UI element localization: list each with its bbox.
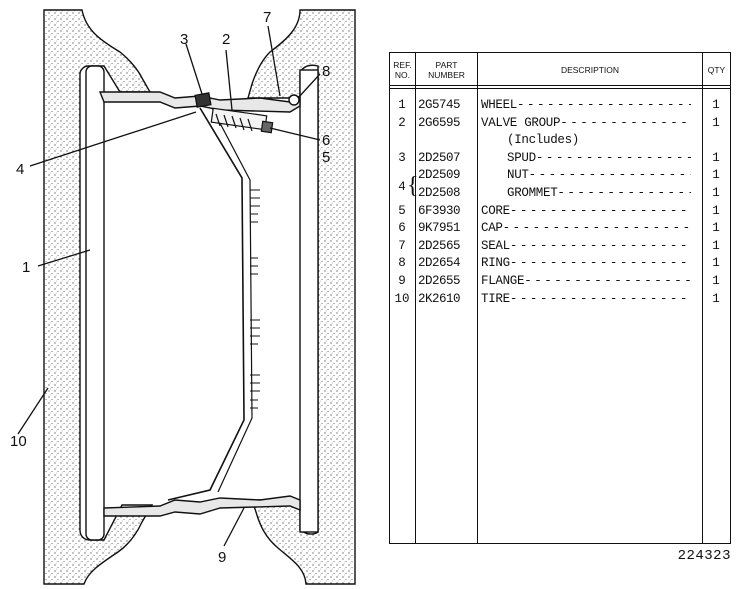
- tire-left-section: [43, 9, 154, 585]
- leader-7: [267, 25, 281, 97]
- ref-cell: 9: [398, 274, 406, 288]
- table-row: 2 2G6595 VALVE GROUP 1: [390, 116, 730, 133]
- wheel-disc-inner: [211, 107, 253, 493]
- description-cell: TIRE: [481, 292, 691, 306]
- part-number-cell: 2D2654: [418, 256, 461, 271]
- leader-9: [223, 507, 245, 547]
- rim-base-bottom: [103, 495, 301, 517]
- description-cell: CAP: [481, 221, 691, 235]
- valve-group: [194, 92, 274, 134]
- table-row: 6 9K7951 CAP 1: [390, 221, 730, 238]
- description-cell: WHEEL: [481, 98, 691, 112]
- description-cell: GROMMET: [507, 186, 691, 200]
- part-number-cell: 2K2610: [418, 291, 461, 306]
- qty-cell: 1: [712, 98, 720, 112]
- leader-3: [185, 43, 203, 95]
- qty-cell: 1: [712, 186, 720, 200]
- callout-9: 9: [218, 549, 226, 566]
- description-cell: SEAL: [481, 239, 691, 253]
- part-number-cell: 9K7951: [418, 221, 461, 236]
- table-row: 5 6F3930 CORE 1: [390, 204, 730, 221]
- qty-cell: 1: [712, 291, 720, 306]
- table-row: 9 2D2655 FLANGE 1: [390, 274, 730, 291]
- leader-8: [297, 73, 321, 99]
- description-cell: (Includes): [507, 133, 580, 148]
- callout-3: 3: [180, 31, 188, 48]
- header-description: DESCRIPTION: [560, 65, 620, 75]
- description-cell: FLANGE: [481, 274, 691, 288]
- leader-5-6: [269, 127, 321, 141]
- table-row: 7 2D2565 SEAL 1: [390, 239, 730, 256]
- table-row: 1 2G5745 WHEEL 1: [390, 98, 730, 115]
- ref-cell: 8: [398, 256, 406, 271]
- part-number-cell: 2D2565: [418, 238, 461, 253]
- wheel-disc: [167, 107, 245, 501]
- ref-cell: 2: [398, 115, 406, 130]
- wheel-cross-section-diagram: 1 2 3 4 5 6 7 8 9 10: [10, 9, 356, 585]
- callout-10: 10: [10, 433, 27, 450]
- qty-cell: 1: [712, 238, 720, 253]
- ref-cell: 7: [398, 238, 406, 253]
- description-cell: VALVE GROUP: [481, 116, 691, 130]
- qty-cell: 1: [712, 256, 720, 271]
- qty-cell: 1: [712, 150, 720, 165]
- bracket-group: 4 {: [397, 173, 419, 207]
- table-row: 8 2D2654 RING 1: [390, 256, 730, 273]
- callout-4: 4: [16, 161, 24, 178]
- table-row: 2D2509 NUT 1: [390, 168, 730, 185]
- part-number-cell: 2G5745: [418, 98, 461, 112]
- ref-cell: 10: [394, 291, 410, 306]
- bracket-ref-number: 4: [398, 180, 406, 194]
- part-number-cell: 6F3930: [418, 203, 461, 218]
- description-cell: CORE: [481, 204, 691, 218]
- figure-number: 224323: [677, 548, 731, 564]
- ref-cell: 3: [398, 150, 406, 165]
- callout-1: 1: [22, 259, 30, 276]
- description-cell: NUT: [507, 168, 691, 182]
- callout-2: 2: [222, 31, 230, 48]
- part-number-cell: 2D2509: [418, 168, 461, 183]
- part-number-cell: 2D2655: [418, 274, 461, 288]
- wheel-rim-right-flange: [299, 69, 319, 533]
- leader-10: [17, 387, 49, 435]
- header-qty: QTY: [707, 65, 726, 75]
- wheel-rim-left-flange: [85, 65, 105, 541]
- description-cell: SPUD: [507, 151, 691, 165]
- table-row: 2D2508 GROMMET 1: [390, 186, 730, 203]
- qty-cell: 1: [712, 115, 720, 130]
- header-part-number: PART NUMBER: [428, 60, 465, 80]
- qty-cell: 1: [712, 274, 720, 288]
- part-number-cell: 2D2508: [418, 186, 461, 200]
- table-row: 3 2D2507 SPUD 1: [390, 151, 730, 168]
- leader-2: [225, 49, 233, 111]
- ref-cell: 1: [398, 98, 406, 112]
- callout-5: 5: [322, 149, 330, 166]
- qty-cell: 1: [712, 168, 720, 183]
- header-ref-no: REF. NO.: [393, 60, 412, 80]
- seal-ring: [288, 94, 300, 106]
- table-row: 10 2K2610 TIRE 1: [390, 292, 730, 309]
- part-number-cell: 2G6595: [418, 115, 461, 130]
- qty-cell: 1: [712, 221, 720, 236]
- ref-cell: 6: [398, 221, 406, 236]
- part-number-cell: 2D2507: [418, 150, 461, 165]
- leader-1: [37, 249, 91, 267]
- callout-6: 6: [322, 132, 330, 149]
- table-row: (Includes): [390, 133, 730, 150]
- callout-8: 8: [322, 63, 330, 80]
- description-cell: RING: [481, 256, 691, 270]
- disc-bolt-marks: [250, 189, 260, 409]
- bracket-brace: {: [407, 173, 419, 199]
- leader-4: [29, 111, 197, 167]
- ref-cell: 5: [398, 203, 406, 218]
- qty-cell: 1: [712, 203, 720, 218]
- callout-7: 7: [263, 9, 271, 26]
